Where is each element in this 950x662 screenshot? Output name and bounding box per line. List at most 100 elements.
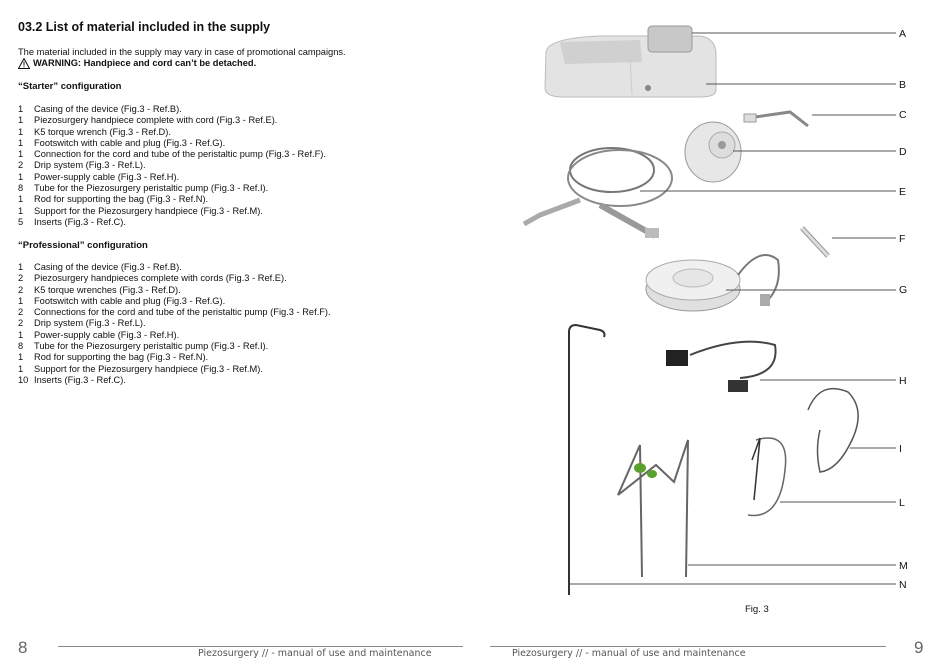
torque-wrench-drawing <box>684 121 742 183</box>
list-item: 2 Piezosurgery handpieces complete with c… <box>18 273 331 284</box>
item-description: Tube for the Piezosurgery peristaltic pu… <box>34 183 269 194</box>
pump-tube-drawing <box>807 387 859 473</box>
warning-icon <box>18 57 30 69</box>
item-description: Footswitch with cable and plug (Fig.3 - … <box>34 137 226 148</box>
footer-rule-right <box>490 646 886 647</box>
warning-text: WARNING: Handpiece and cord can’t be det… <box>33 58 257 68</box>
item-quantity: 1 <box>18 126 24 137</box>
item-description: Connections for the cord and tube of the… <box>34 307 331 318</box>
item-quantity: 1 <box>18 295 24 306</box>
figure-label-d: D <box>899 146 907 158</box>
item-quantity: 1 <box>18 149 24 160</box>
item-description: Drip system (Fig.3 - Ref.L). <box>34 160 146 171</box>
figure-label-c: C <box>899 109 907 121</box>
item-quantity: 1 <box>18 329 24 340</box>
item-quantity: 2 <box>18 284 24 295</box>
item-description: K5 torque wrenches (Fig.3 - Ref.D). <box>34 284 181 295</box>
item-quantity: 1 <box>18 115 24 126</box>
item-quantity: 1 <box>18 137 24 148</box>
item-description: Power-supply cable (Fig.3 - Ref.H). <box>34 171 180 182</box>
power-cable-drawing <box>666 340 777 392</box>
device-casing-drawing <box>544 25 717 98</box>
figure-label-h: H <box>899 375 907 387</box>
item-description: Connection for the cord and tube of the … <box>34 149 326 160</box>
figure-label-n: N <box>899 579 907 591</box>
list-item: 10 Inserts (Fig.3 - Ref.C). <box>18 375 331 386</box>
figure-label-e: E <box>899 186 907 198</box>
insert-drawing <box>743 110 809 128</box>
item-description: Power-supply cable (Fig.3 - Ref.H). <box>34 329 180 340</box>
item-description: Support for the Piezosurgery handpiece (… <box>34 205 263 216</box>
handpiece-cord-drawing <box>522 147 673 239</box>
item-description: Rod for supporting the bag (Fig.3 - Ref.… <box>34 194 209 205</box>
item-quantity: 10 <box>18 374 29 385</box>
figure-label-f: F <box>899 233 906 245</box>
figure-label-b: B <box>899 79 907 91</box>
intro-text: The material included in the supply may … <box>18 47 346 57</box>
starter-heading: “Starter” configuration <box>18 81 122 92</box>
item-description: Rod for supporting the bag (Fig.3 - Ref.… <box>34 352 209 363</box>
list-item: 1 Rod for supporting the bag (Fig.3 - Ref… <box>18 194 326 205</box>
list-item: 1 Power-supply cable (Fig.3 - Ref.H). <box>18 330 331 341</box>
figure-label-l: L <box>899 497 905 509</box>
pump-connection-drawing <box>800 226 830 258</box>
item-description: Drip system (Fig.3 - Ref.L). <box>34 318 146 329</box>
item-description: Tube for the Piezosurgery peristaltic pu… <box>34 341 269 352</box>
footer-text-left: Piezosurgery // - manual of use and main… <box>198 648 432 659</box>
item-description: Inserts (Fig.3 - Ref.C). <box>34 216 126 227</box>
list-item: 1 Piezosurgery handpiece complete with co… <box>18 115 326 126</box>
page-number-right: 9 <box>914 638 924 657</box>
footer-text-right: Piezosurgery // - manual of use and main… <box>512 648 746 659</box>
figure-caption: Fig. 3 <box>745 604 769 615</box>
item-quantity: 1 <box>18 262 24 272</box>
list-item: 1 Support for the Piezosurgery handpiece … <box>18 364 331 375</box>
figure-label-a: A <box>899 28 907 40</box>
item-quantity: 2 <box>18 307 24 318</box>
item-quantity: 8 <box>18 183 24 194</box>
list-item: 2 Drip system (Fig.3 - Ref.L). <box>18 160 326 171</box>
figure-label-g: G <box>899 284 908 296</box>
footer-rule-left <box>58 646 463 647</box>
list-item: 1 Footswitch with cable and plug (Fig.3 -… <box>18 138 326 149</box>
item-description: Casing of the device (Fig.3 - Ref.B). <box>34 104 182 114</box>
section-title: 03.2 List of material included in the su… <box>18 20 271 34</box>
item-quantity: 1 <box>18 363 24 374</box>
list-item: 1 Support for the Piezosurgery handpiece … <box>18 206 326 217</box>
item-description: Inserts (Fig.3 - Ref.C). <box>34 374 126 385</box>
list-item: 1 Casing of the device (Fig.3 - Ref.B). <box>18 104 326 115</box>
page-number-left: 8 <box>18 638 28 657</box>
item-description: K5 torque wrench (Fig.3 - Ref.D). <box>34 126 171 137</box>
item-quantity: 2 <box>18 273 24 284</box>
item-quantity: 2 <box>18 160 24 171</box>
list-item: 2 K5 torque wrenches (Fig.3 - Ref.D). <box>18 285 331 296</box>
drip-system-drawing <box>747 437 787 517</box>
list-item: 8 Tube for the Piezosurgery peristaltic p… <box>18 183 326 194</box>
item-quantity: 1 <box>18 352 24 363</box>
figure-label-i: I <box>899 443 902 455</box>
item-description: Piezosurgery handpiece complete with cor… <box>34 115 278 126</box>
leader-lines <box>570 32 896 585</box>
item-quantity: 2 <box>18 318 24 329</box>
professional-heading: “Professional” configuration <box>18 240 148 251</box>
support-rod-drawing <box>568 323 606 595</box>
item-description: Casing of the device (Fig.3 - Ref.B). <box>34 262 182 272</box>
handpiece-support-drawing <box>617 439 689 578</box>
item-quantity: 1 <box>18 104 24 114</box>
item-quantity: 1 <box>18 194 24 205</box>
item-quantity: 1 <box>18 205 24 216</box>
item-description: Support for the Piezosurgery handpiece (… <box>34 363 263 374</box>
item-description: Piezosurgery handpieces complete with co… <box>34 273 287 284</box>
list-item: 2 Connections for the cord and tube of th… <box>18 307 331 318</box>
warning-line: WARNING: Handpiece and cord can’t be det… <box>18 57 256 69</box>
list-item: 2 Drip system (Fig.3 - Ref.L). <box>18 318 331 329</box>
list-item: 1 Casing of the device (Fig.3 - Ref.B). <box>18 262 331 273</box>
figure-label-m: M <box>899 560 908 572</box>
item-description: Footswitch with cable and plug (Fig.3 - … <box>34 295 226 306</box>
list-item: 1 Footswitch with cable and plug (Fig.3 -… <box>18 296 331 307</box>
